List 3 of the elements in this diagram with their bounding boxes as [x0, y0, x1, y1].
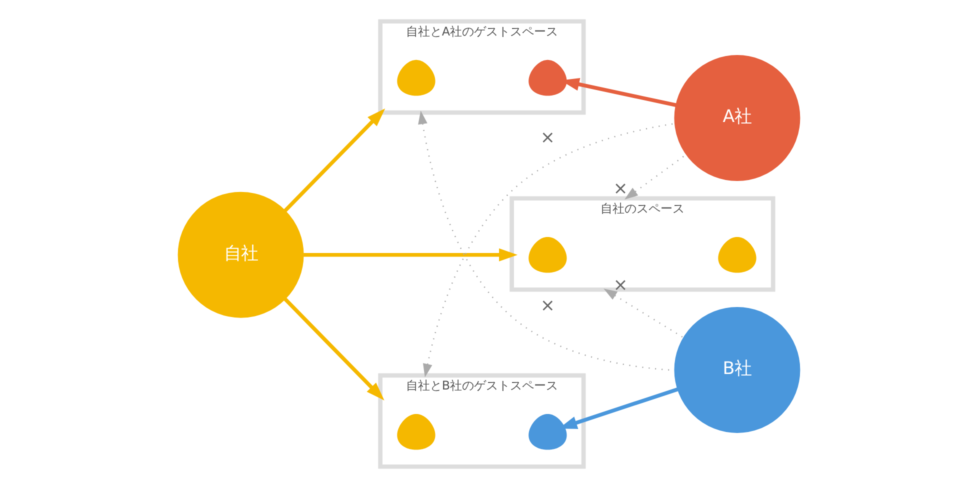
edge-label: × [540, 128, 555, 148]
edge-label: × [613, 178, 628, 199]
edge-label: × [540, 296, 555, 316]
